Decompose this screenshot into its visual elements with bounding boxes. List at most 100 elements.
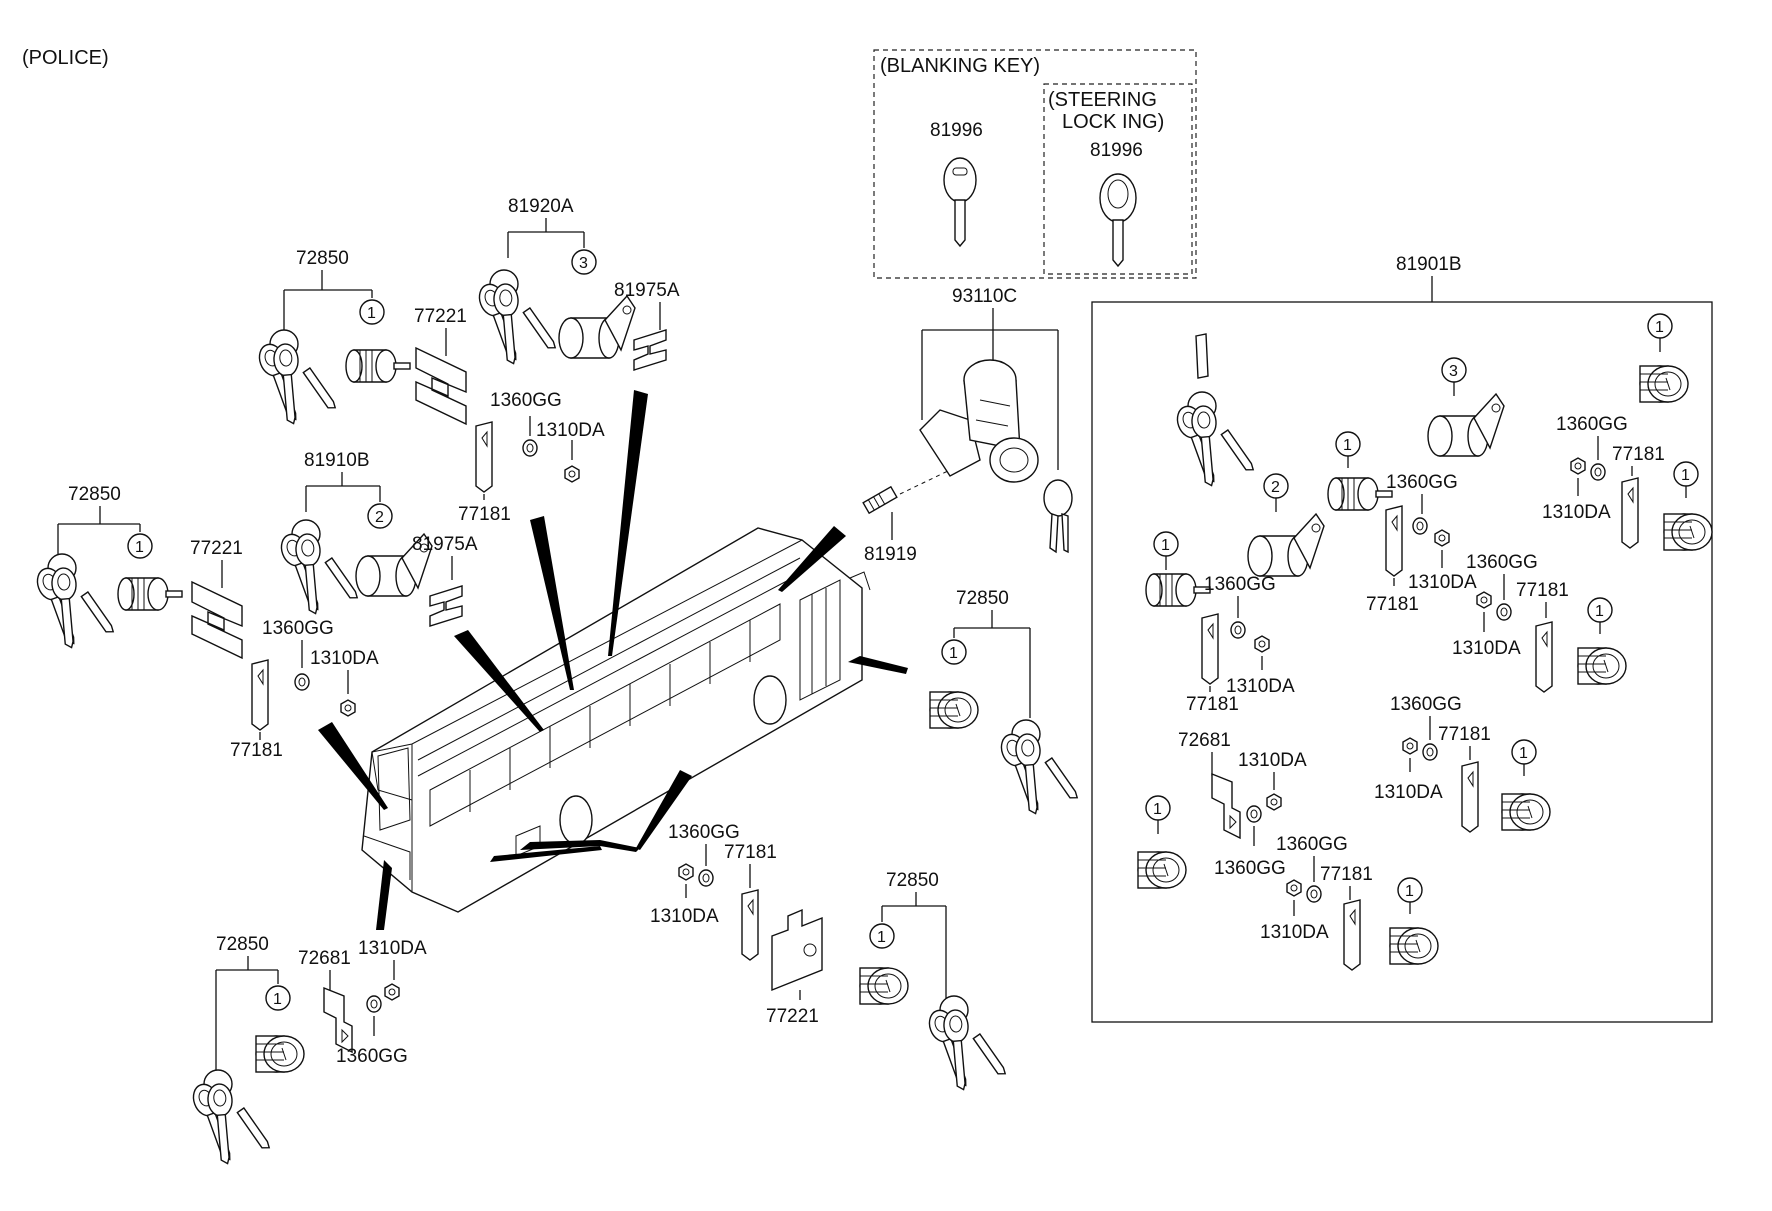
lock-cylinder-icon xyxy=(859,967,909,1005)
svg-text:1: 1 xyxy=(877,929,886,946)
blanking-key-icon xyxy=(943,157,977,248)
lock-cylinder-icon xyxy=(255,1035,305,1073)
left-top-bracket-label: 77181 xyxy=(458,504,511,525)
washer-icon xyxy=(522,439,538,457)
kit-bracket-label-4: 77181 xyxy=(1186,694,1239,715)
cylinder-icon xyxy=(862,485,898,515)
kit-washer-label-3: 1360GG xyxy=(1466,552,1538,573)
washer-icon xyxy=(294,673,310,691)
ignition-part-label: 93110C xyxy=(952,286,1017,307)
circle-1-icon: 1 xyxy=(869,923,895,949)
keyring-icon xyxy=(475,270,557,365)
left-mid-nut-label: 1310DA xyxy=(310,648,379,669)
door-lock-set-left-mid: 72850 1 77221 1360GG 1310DA 77181 xyxy=(33,484,379,761)
circle-1-icon: 1 xyxy=(359,299,385,325)
bottom-left-plate-label: 72681 xyxy=(298,948,351,969)
left-top-plate-label: 77221 xyxy=(414,306,467,327)
kit-nut-label-4: 1310DA xyxy=(1226,676,1295,697)
washer-icon xyxy=(1412,517,1428,535)
kit-nut-label-7: 1310DA xyxy=(1260,922,1329,943)
keyring-icon xyxy=(997,720,1079,815)
blanking-key-title: (BLANKING KEY) xyxy=(880,55,1040,77)
keyring-icon xyxy=(255,330,337,425)
lock-cylinder-icon xyxy=(1577,647,1627,685)
steering-key-part-label: 81996 xyxy=(1090,140,1143,161)
kit-bracket-label-3: 77181 xyxy=(1516,580,1569,601)
hardware-bottom-mid: 1360GG 77181 1310DA 77221 xyxy=(650,822,823,1027)
circle-1-icon: 1 xyxy=(127,533,153,559)
svg-text:2: 2 xyxy=(1271,479,1280,496)
bottom-mid-washer-label: 1360GG xyxy=(668,822,740,843)
washer-icon xyxy=(366,995,382,1013)
door-lock-set-bottom-left: 72850 1 72681 1310DA 1360GG xyxy=(189,934,427,1165)
svg-text:1: 1 xyxy=(1161,537,1170,554)
left-mid-washer-label: 1360GG xyxy=(262,618,334,639)
blanking-key-part-label: 81996 xyxy=(930,120,983,141)
bracket-icon xyxy=(251,659,269,731)
lock-cylinder-icon xyxy=(1145,573,1211,607)
kit-nut-label-5: 1310DA xyxy=(1374,782,1443,803)
svg-text:2: 2 xyxy=(375,509,384,526)
svg-text:3: 3 xyxy=(1449,363,1458,380)
washer-icon xyxy=(1496,603,1512,621)
nut-icon xyxy=(1476,591,1492,609)
lock-cylinder-icon xyxy=(1639,365,1689,403)
kit-bracket-label-6: 77181 xyxy=(1320,864,1373,885)
bottom-right-set-label: 72850 xyxy=(886,870,939,891)
circle-1-icon: 1 xyxy=(265,985,291,1011)
clip-icon xyxy=(429,585,463,627)
washer-icon xyxy=(1590,463,1606,481)
nut-icon xyxy=(678,863,694,881)
washer-icon xyxy=(1246,805,1262,823)
kit-washer-label-4: 1360GG xyxy=(1204,574,1276,595)
left-mid-bracket-label: 77181 xyxy=(230,740,283,761)
right-set-label: 72850 xyxy=(956,588,1009,609)
circle-2-icon: 2 xyxy=(1263,473,1289,499)
lock-cylinder-icon xyxy=(1137,851,1187,889)
door-lock-set-left-top: 72850 1 77221 1360GG 1310DA 77181 xyxy=(255,248,605,525)
keyring-icon xyxy=(1173,392,1255,487)
kit-bracket-label-1: 77181 xyxy=(1612,444,1665,465)
cam-lock-icon xyxy=(558,295,636,359)
bracket-icon xyxy=(1385,505,1403,577)
bracket-icon xyxy=(1201,613,1219,685)
left-top-nut-label: 1310DA xyxy=(536,420,605,441)
svg-text:1: 1 xyxy=(1405,883,1414,900)
kit-title-label: 81901B xyxy=(1396,254,1462,275)
kit-nut-label-2: 1310DA xyxy=(1408,572,1477,593)
washer-icon xyxy=(698,869,714,887)
lock-cylinder-icon xyxy=(117,577,183,611)
cam-lock-icon xyxy=(1427,393,1505,457)
bracket-icon xyxy=(741,889,759,961)
leader-lines xyxy=(318,390,908,930)
left-top-set-label: 72850 xyxy=(296,248,349,269)
keyring-icon xyxy=(277,520,359,615)
bottom-mid-bracket-label: 77181 xyxy=(724,842,777,863)
lock-cylinder-icon xyxy=(1389,927,1439,965)
washer-icon xyxy=(1230,621,1246,639)
steering-key-icon xyxy=(1099,173,1137,268)
washer-icon xyxy=(1422,743,1438,761)
bottom-left-washer-label: 1360GG xyxy=(336,1046,408,1067)
door-lock-set-mid: 81910B 2 81975A xyxy=(277,450,478,627)
ignition-key-icon xyxy=(1043,479,1073,554)
steering-lock-title-1: (STEERING xyxy=(1048,89,1157,111)
cylinder-part-label: 81919 xyxy=(864,544,917,565)
svg-text:1: 1 xyxy=(1655,319,1664,336)
bracket-icon xyxy=(1535,621,1553,693)
ignition-switch-icon xyxy=(919,359,1039,483)
kit-washer-label-7: 1360GG xyxy=(1276,834,1348,855)
circle-1-icon: 1 xyxy=(1335,431,1361,457)
kit-bracket-label-5: 77181 xyxy=(1438,724,1491,745)
circle-2-icon: 2 xyxy=(367,503,393,529)
mid-set-label: 81910B xyxy=(304,450,370,471)
svg-text:3: 3 xyxy=(579,255,588,272)
lock-cylinder-icon xyxy=(1327,477,1393,511)
lock-cylinder-icon xyxy=(345,349,411,383)
lock-cylinder-icon xyxy=(929,691,979,729)
washer-icon xyxy=(1306,885,1322,903)
bracket-icon xyxy=(1621,477,1639,549)
plate-icon xyxy=(191,581,243,659)
circle-1-icon: 1 xyxy=(1673,461,1699,487)
